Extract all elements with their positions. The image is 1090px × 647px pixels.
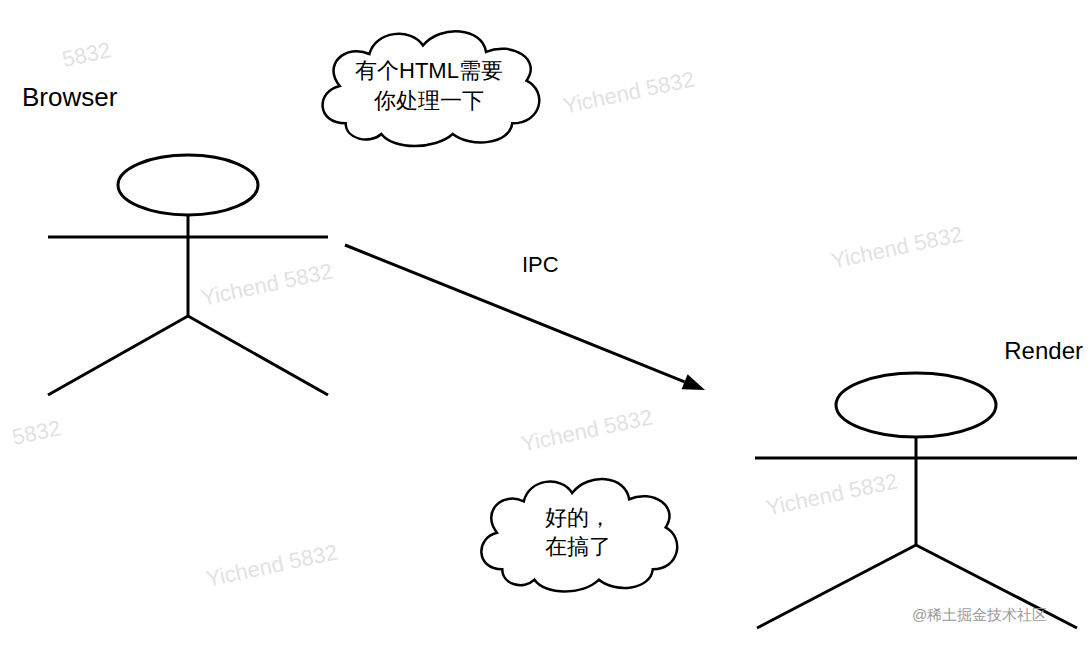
figure-limb	[188, 316, 328, 395]
speech-text: 有个HTML需要 你处理一下	[355, 56, 503, 115]
watermark: Yichend 5832	[829, 221, 965, 274]
cloud-path	[323, 31, 540, 146]
cloud-path	[481, 479, 677, 591]
cloud-outline	[310, 22, 548, 150]
speech-text: 好的，在搞了	[545, 503, 611, 562]
figure-limb	[48, 236, 328, 239]
figure-limb	[757, 545, 916, 628]
ipc-arrow	[345, 245, 705, 390]
watermark: Yichend 5832	[204, 539, 340, 592]
stick-figure: Browser	[20, 80, 345, 400]
figure-limb	[187, 215, 190, 316]
watermark: 5832	[10, 415, 63, 451]
speech-cloud: 好的，在搞了	[470, 470, 685, 595]
figure-limb	[915, 437, 918, 545]
figure-head	[836, 373, 996, 437]
figure-head	[118, 155, 258, 215]
figure-drawing	[20, 80, 345, 400]
site-credit: @稀土掘金技术社区	[912, 606, 1047, 625]
figure-name: Browser	[22, 82, 117, 113]
arrow-head	[682, 374, 705, 390]
figure-limb	[755, 457, 1077, 460]
watermark: Yichend 5832	[561, 66, 697, 119]
speech-cloud: 有个HTML需要 你处理一下	[310, 22, 548, 150]
figure-name: Render	[1004, 337, 1083, 365]
arrow-line	[345, 245, 685, 382]
edge-label: IPC	[520, 252, 561, 278]
figure-limb	[48, 316, 188, 395]
watermark: Yichend 5832	[199, 258, 335, 311]
cloud-outline	[470, 470, 685, 595]
watermark: Yichend 5832	[519, 404, 655, 457]
watermark: Yichend 5832	[764, 468, 900, 521]
watermark: 5832	[60, 37, 113, 73]
